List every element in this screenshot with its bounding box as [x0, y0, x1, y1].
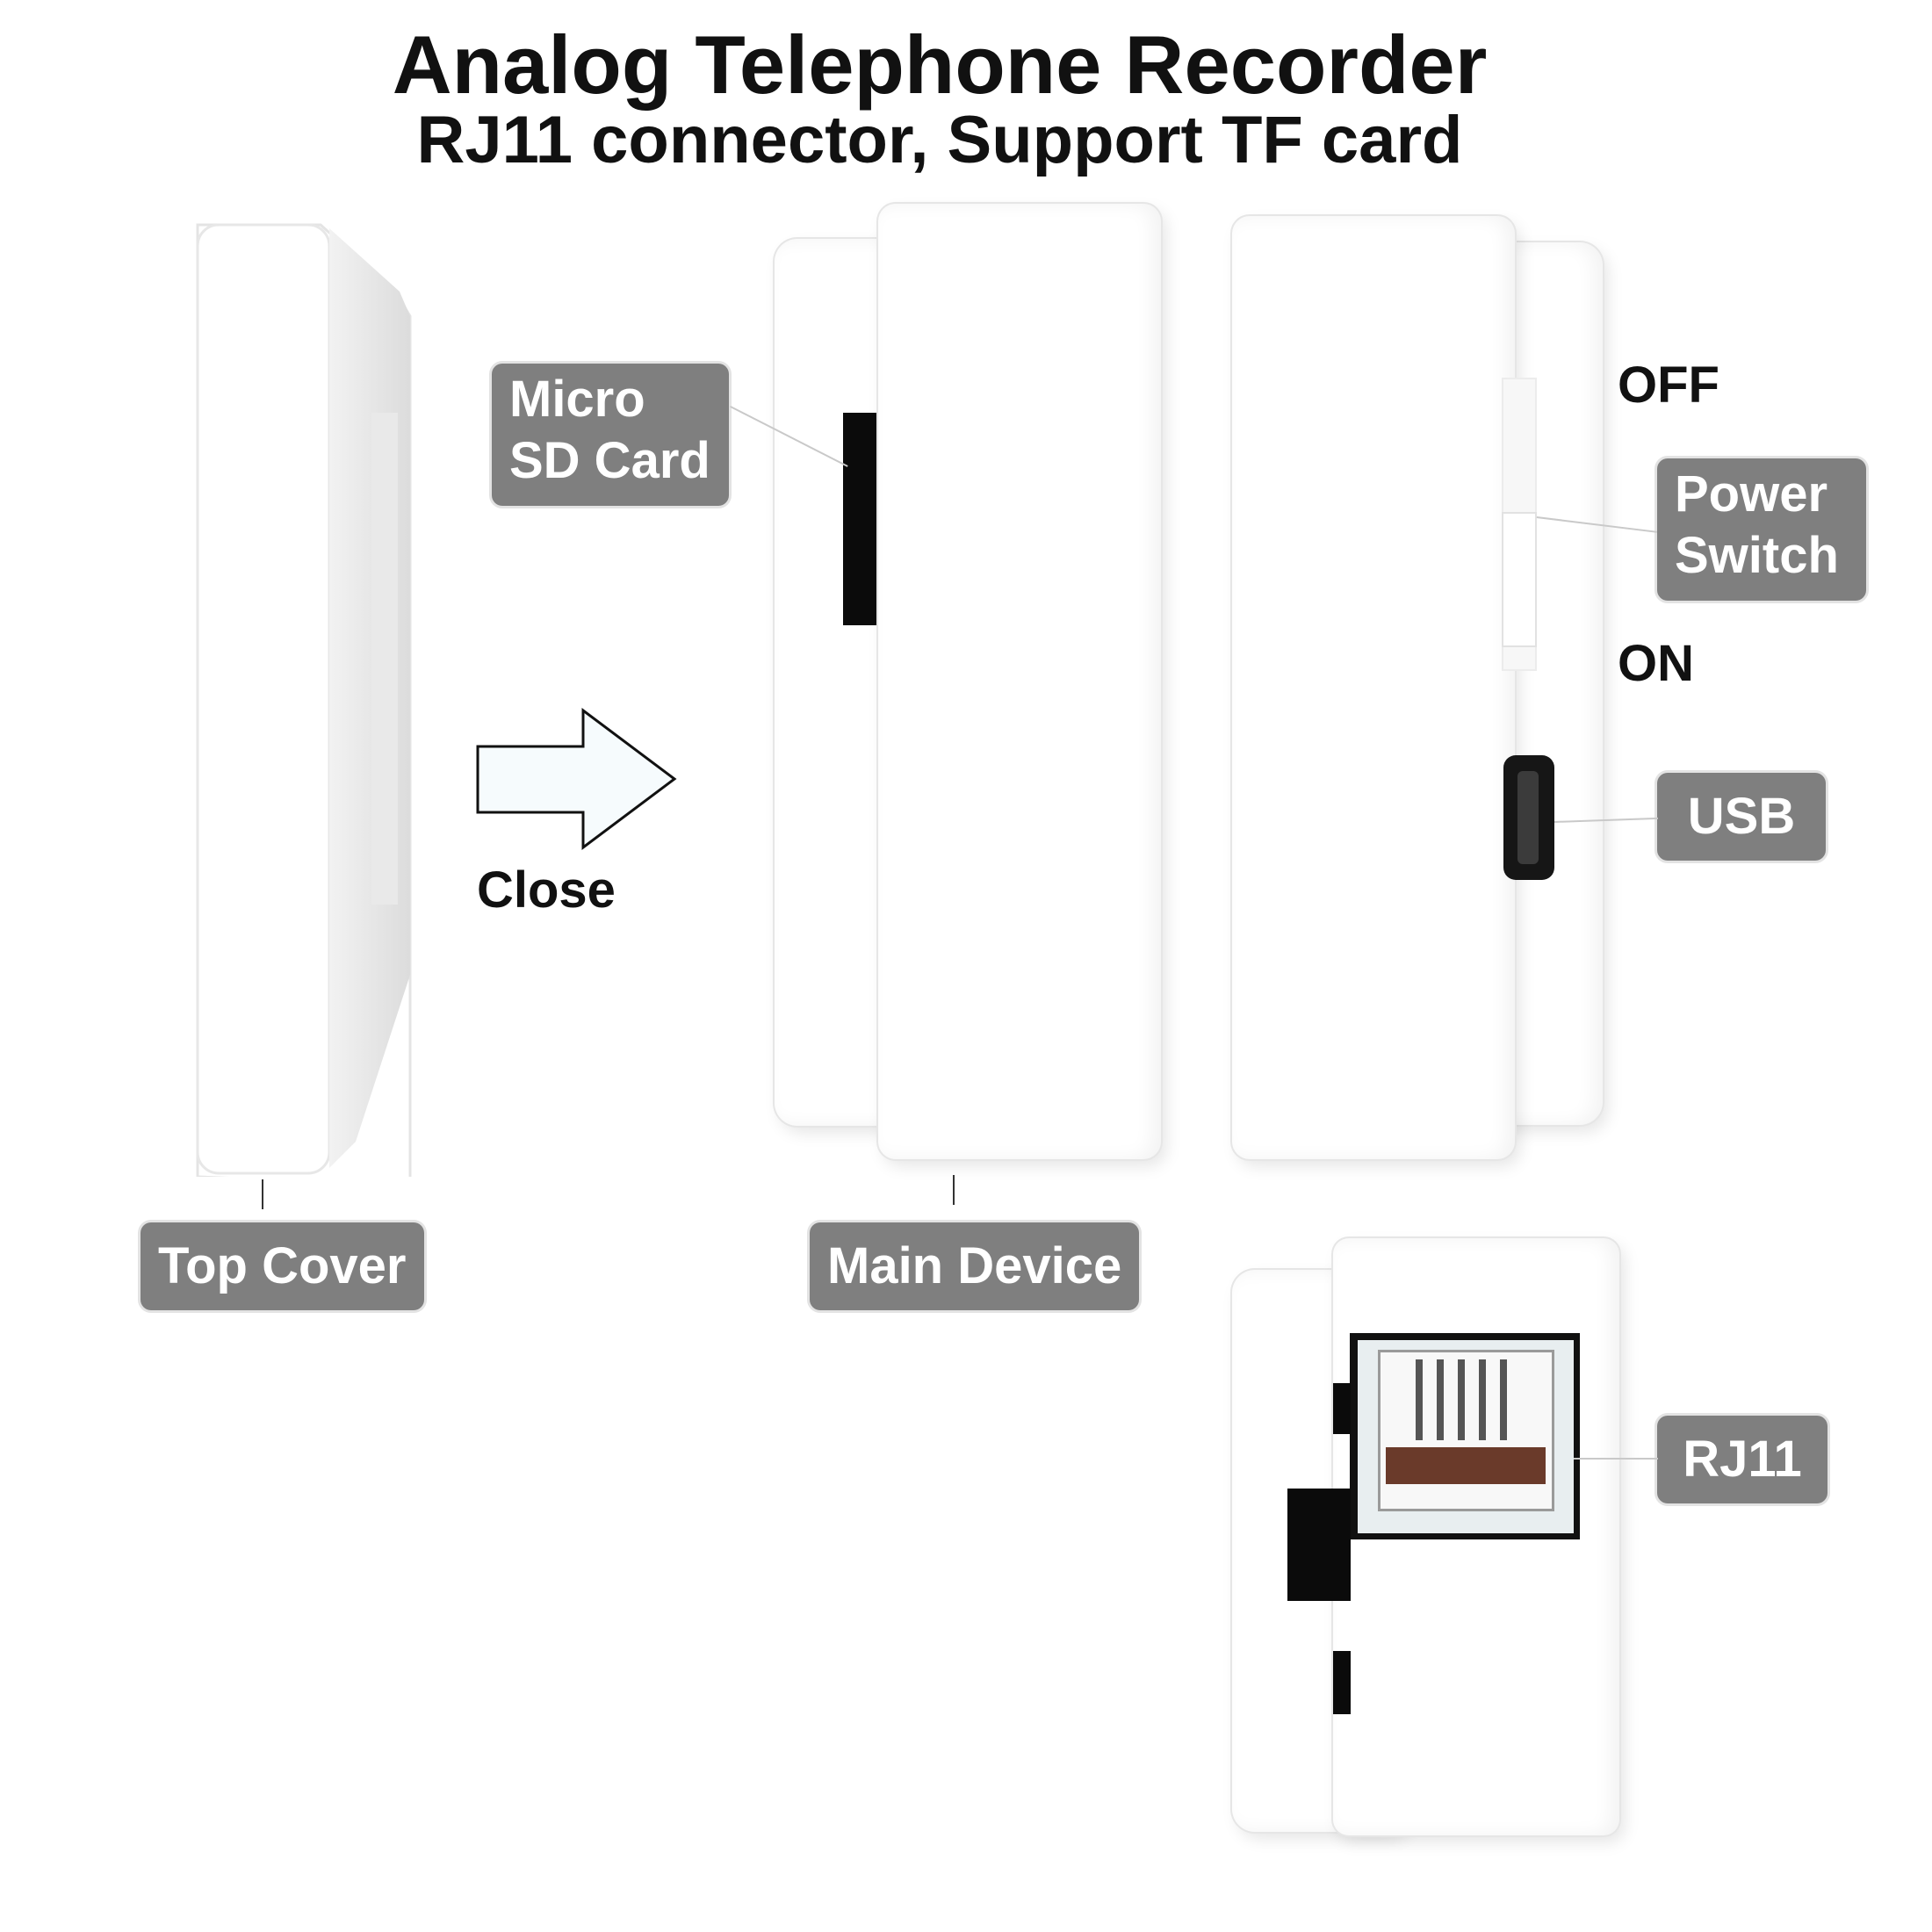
main-device-label: Main Device — [810, 1222, 1140, 1310]
micro-sd-slot — [843, 413, 876, 625]
page-title: Analog Telephone Recorder — [392, 18, 1488, 111]
micro-sd-card-label: Micro SD Card — [492, 364, 729, 506]
rj11-pins — [1405, 1359, 1528, 1445]
top-cover-tick — [262, 1179, 263, 1209]
rj11-pin — [1458, 1359, 1465, 1440]
power-switch-knob — [1503, 514, 1535, 645]
power-switch-label: Power Switch — [1657, 458, 1866, 601]
main-device-cover — [878, 204, 1161, 1159]
rj11-label: RJ11 — [1657, 1416, 1827, 1503]
usb-port-inner — [1517, 771, 1539, 864]
micro-sd-label-line2: SD Card — [509, 431, 710, 489]
pcb-edge — [1287, 1489, 1351, 1601]
rj11-contact-bar — [1386, 1447, 1546, 1484]
rj11-pin — [1479, 1359, 1486, 1440]
rj11-pin — [1500, 1359, 1507, 1440]
on-label: ON — [1618, 635, 1694, 692]
side-view-cover — [1232, 216, 1515, 1159]
top-cover-illustration — [196, 223, 412, 1177]
rj11-pin — [1437, 1359, 1444, 1440]
usb-port — [1503, 755, 1554, 880]
power-label-line2: Switch — [1675, 526, 1839, 584]
top-cover-label: Top Cover — [141, 1222, 424, 1310]
micro-sd-label-line1: Micro — [509, 371, 645, 428]
power-label-line1: Power — [1675, 465, 1828, 523]
rj11-leader-line — [1574, 1458, 1658, 1460]
main-device-tick — [953, 1175, 955, 1205]
usb-label: USB — [1657, 773, 1826, 861]
off-label: OFF — [1618, 357, 1719, 414]
side-notch — [1333, 1651, 1351, 1714]
side-notch — [1333, 1383, 1351, 1434]
page-subtitle: RJ11 connector, Support TF card — [416, 103, 1463, 177]
rj11-pin — [1416, 1359, 1423, 1440]
close-label: Close — [477, 861, 616, 919]
arrow-right-outline-icon — [476, 708, 677, 850]
